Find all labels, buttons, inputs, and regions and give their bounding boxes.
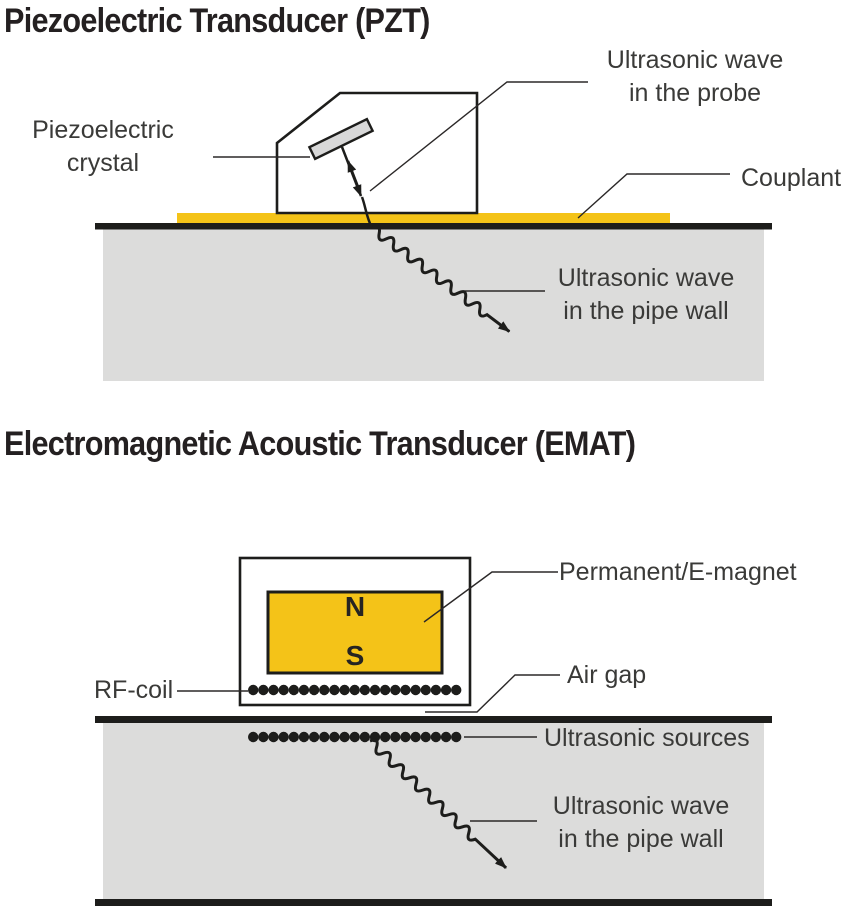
coil-dot [268,684,279,696]
coil-dot [451,731,462,743]
coil-dot [390,731,401,743]
probe-housing [275,91,479,215]
coil-dot [400,731,411,743]
coil-dot [410,684,421,696]
coil-dot [390,684,401,696]
ultrasonic-sources-dots [248,731,462,743]
magnet [266,590,444,675]
piezoelectric-crystal [307,117,375,161]
coil-dot [288,684,299,696]
coil-dot [268,731,279,743]
coil-dot [329,684,340,696]
leader-couplant [577,173,730,219]
coil-dot [369,684,381,696]
leader-permanent-magnet [423,571,558,623]
coil-dot [258,731,269,743]
coil-dot [379,684,391,696]
coil-dot [430,684,442,696]
leader-air-gap [425,674,560,713]
label-wave-in-pipe-wall-pzt: Ultrasonic wave in the pipe wall [557,264,735,325]
label-ultrasonic-sources: Ultrasonic sources [544,724,750,752]
wave-surface-crossing [360,196,374,229]
coil-dot [359,731,371,743]
pzt-pipe-wall [103,229,764,381]
label-rf-coil: RF-coil [94,676,174,704]
coil-dot [410,731,421,743]
couplant-layer [177,213,670,224]
coil-dot [339,731,350,743]
coil-dot [308,684,320,696]
label-air-gap: Air gap [567,661,647,689]
coil-dot [359,684,371,696]
emat-pipe-wave-arrow [369,738,508,869]
coil-dot [278,731,289,743]
label-piezoelectric-crystal: Piezoelectric crystal [32,116,174,177]
coil-dot [440,684,452,696]
label-permanent-magnet: Permanent/E-magnet [559,558,797,586]
coil-dot [288,731,299,743]
coil-dot [258,684,269,696]
emat-pipe-bottom-line [95,899,772,906]
coil-dot [349,731,360,743]
emat-pipe-wall [103,723,764,899]
emat-title: Electromagnetic Acoustic Transducer (EMA… [4,425,636,463]
pzt-pipe-surface-line [95,223,772,230]
coil-dot [339,684,350,696]
coil-dot [420,684,431,696]
coil-dot [440,731,452,743]
coil-dot [308,731,320,743]
coil-dot [298,684,310,696]
coil-dot [248,684,259,696]
coil-dot [379,731,391,743]
coil-dot [278,684,289,696]
magnet-north-label: N [344,591,366,622]
pzt-pipe-wave-arrow [371,225,511,333]
coil-dot [319,731,330,743]
pzt-title: Piezoelectric Transducer (PZT) [4,2,430,40]
probe-wave-arrow-up [346,160,362,193]
magnet-south-label: S [345,640,365,671]
coil-dot [420,731,431,743]
coil-dot [400,684,411,696]
label-wave-in-pipe-wall-emat: Ultrasonic wave in the pipe wall [552,792,730,853]
coil-dot [298,731,310,743]
rf-coil-dots [248,684,462,696]
coil-dot [248,731,259,743]
coil-dot [349,684,360,696]
coil-dot [451,684,462,696]
label-wave-in-probe: Ultrasonic wave in the probe [606,46,784,107]
emat-pipe-surface-line [95,716,772,723]
coil-dot [430,731,442,743]
leader-wave-in-probe [369,81,588,192]
label-couplant: Couplant [741,164,842,192]
coil-dot [319,684,330,696]
coil-dot [329,731,340,743]
